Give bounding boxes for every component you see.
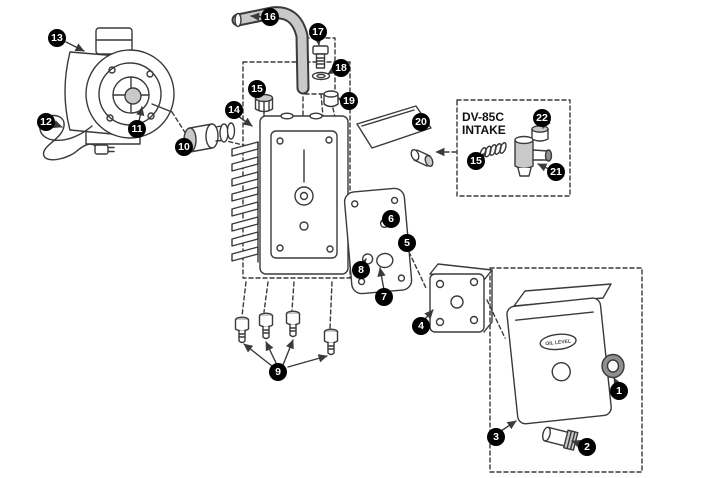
- intake-spring-illustration: [479, 142, 507, 159]
- assembly-dashed-lines: [171, 89, 506, 339]
- gasket-illustration: [343, 187, 413, 295]
- drain-plug-illustration: [541, 426, 579, 451]
- coupling-illustration: [183, 122, 236, 153]
- plate-illustration: [356, 105, 434, 168]
- intake-label-line2: INTAKE: [462, 123, 506, 137]
- oil-fill-cap-illustration: [254, 93, 274, 113]
- intake-label-line1: DV-85C: [462, 110, 504, 124]
- pump-body-illustration: [231, 112, 349, 275]
- intake-assembly-illustration: [479, 125, 553, 177]
- oil-case-illustration: OIL LEVEL: [506, 283, 612, 425]
- pump-head-illustration: [429, 263, 493, 333]
- sight-glass-illustration: [601, 353, 625, 379]
- motor-illustration: [64, 27, 175, 145]
- handle-illustration: [231, 6, 310, 95]
- intake-label: DV-85C INTAKE: [462, 110, 506, 137]
- intake-tee-illustration: [514, 135, 553, 177]
- washer-illustration: [311, 71, 331, 81]
- power-cord-illustration: [39, 114, 115, 161]
- oil-level-label: OIL LEVEL: [545, 339, 571, 348]
- plug-illustration: [323, 90, 339, 108]
- handle-bolt-illustration: [312, 45, 329, 69]
- bolts-illustration: [234, 310, 339, 356]
